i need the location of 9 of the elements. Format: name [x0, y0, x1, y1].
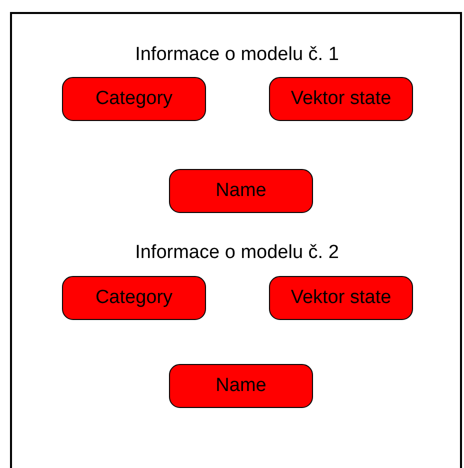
field-box: Name — [169, 169, 313, 213]
field-box: Vektor state — [269, 77, 413, 121]
frame-border — [10, 12, 462, 468]
field-box: Vektor state — [269, 276, 413, 320]
section-heading: Informace o modelu č. 1 — [135, 44, 339, 66]
field-box: Category — [62, 77, 206, 121]
field-box: Name — [169, 364, 313, 408]
section-heading: Informace o modelu č. 2 — [135, 242, 339, 264]
field-box: Category — [62, 276, 206, 320]
